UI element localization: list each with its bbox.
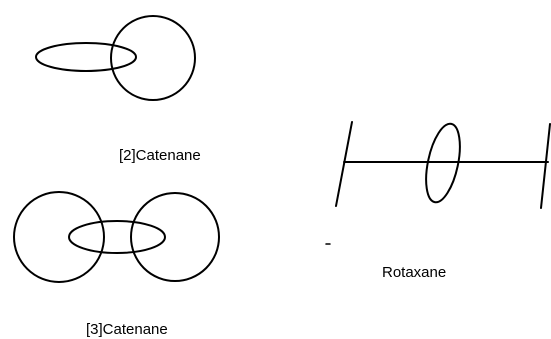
catenane-3-left-circle [13,191,105,283]
catenane-2-ring-circle [110,15,196,101]
catenane-2-label: [2]Catenane [119,147,201,164]
catenane-2-drawing [35,15,196,101]
catenane-2-ring-ellipse [35,42,137,72]
rotaxane-left-stopper [335,121,353,207]
catenane-3-center-ellipse [68,220,166,254]
rotaxane-drawing [335,121,551,209]
catenane-3-drawing [13,191,220,283]
catenane-3-right-circle [130,192,220,282]
rotaxane-ring [425,122,461,204]
catenane-3-label: [3]Catenane [86,321,168,338]
rotaxane-label: Rotaxane [382,264,447,281]
rotaxane-right-stopper [540,123,551,209]
